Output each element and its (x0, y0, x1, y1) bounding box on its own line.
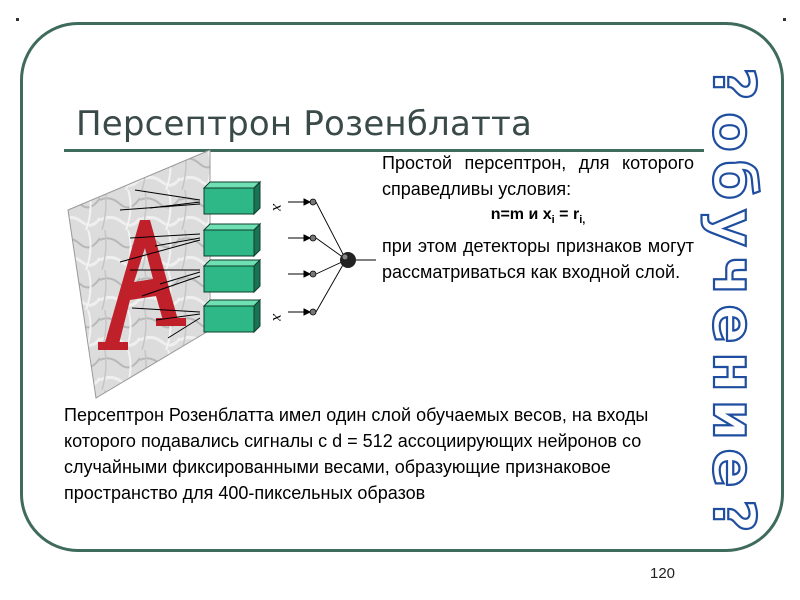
input-label-xn: x (269, 313, 286, 321)
perceptron-diagram: x x (67, 150, 376, 399)
slide-frame (20, 22, 784, 552)
detector-1 (202, 180, 262, 216)
vertical-char-3: у (700, 209, 768, 247)
vertical-char-1: о (700, 112, 768, 152)
bottom-paragraph-text: Персептрон Розенблатта имел один слой об… (64, 405, 649, 503)
formula-part-b: = r (554, 206, 580, 223)
formula-sub-2: i, (579, 214, 586, 227)
weight-lines (315, 201, 345, 313)
title-underline (64, 149, 704, 152)
vertical-char-9: ? (700, 499, 768, 533)
vertical-char-5: е (700, 304, 768, 343)
vertical-char-2: б (700, 160, 768, 201)
formula-part-a: n=m и x (490, 206, 552, 223)
vertical-char-6: н (700, 352, 768, 392)
output-neuron (340, 252, 356, 268)
formula-sub-1: i (551, 214, 555, 227)
input-arrows (288, 198, 312, 316)
retina-connections (119, 189, 201, 339)
right-description: Простой персептрон, для которого справед… (382, 150, 694, 285)
input-nodes (309, 198, 317, 316)
vertical-char-0: ? (700, 67, 768, 101)
formula: n=m и xi = ri, (382, 202, 694, 233)
vertical-char-7: и (700, 400, 768, 441)
vertical-char-8: е (700, 448, 768, 487)
detector-4 (202, 298, 262, 334)
corner-dot-right (783, 18, 786, 21)
vertical-char-4: ч (700, 256, 768, 296)
bottom-paragraph: Персептрон Розенблатта имел один слой об… (64, 402, 674, 506)
retina-letter-a (98, 220, 186, 350)
detector-2 (202, 222, 262, 258)
slide-title: Персептрон Розенблатта (76, 104, 533, 144)
input-label-x1: x (269, 203, 286, 211)
description-rest: при этом детекторы признаков могут рассм… (382, 236, 694, 283)
corner-dot-left (16, 18, 19, 21)
page-number: 120 (650, 565, 676, 582)
description-intro: Простой персептрон, для которого справед… (382, 153, 694, 199)
output-neuron-highlight (342, 254, 348, 260)
detector-3 (202, 258, 262, 294)
